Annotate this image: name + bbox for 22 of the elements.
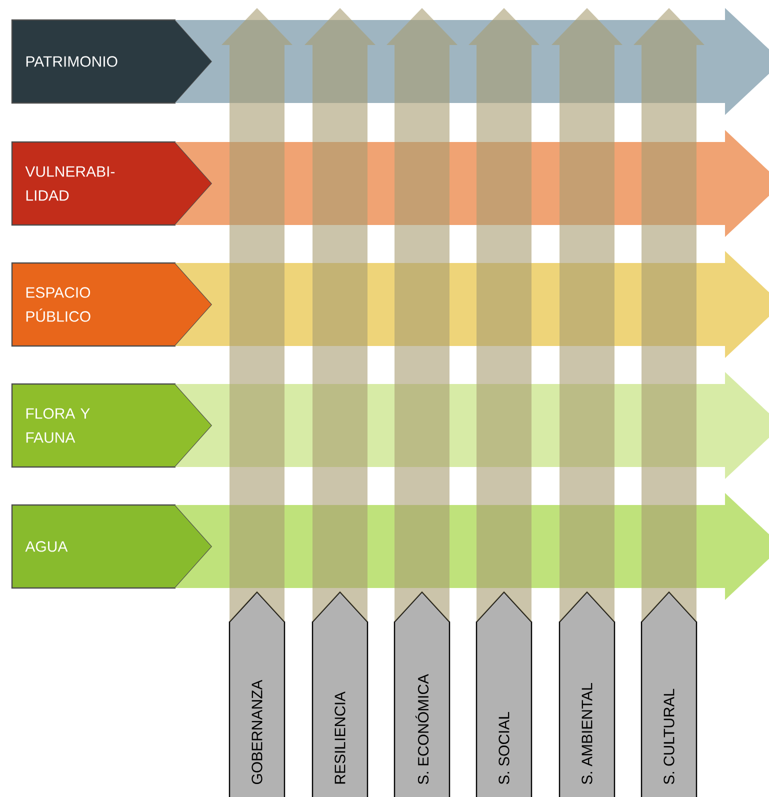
category-tag: AGUA	[11, 504, 213, 589]
wide-arrow	[634, 8, 704, 622]
category-tag: S. SOCIAL	[476, 591, 532, 797]
wide-arrow	[175, 251, 769, 358]
category-tag: S. ECONÓMICA	[394, 591, 450, 797]
category-tag: ESPACIO PÚBLICO	[11, 262, 213, 347]
category-tag: FLORA Y FAUNA	[11, 383, 213, 468]
wide-arrow	[175, 8, 769, 115]
category-tag: S. AMBIENTAL	[558, 591, 616, 797]
wide-arrow	[468, 8, 540, 622]
wide-arrow	[552, 8, 622, 622]
wide-arrow	[175, 130, 769, 237]
category-tag: GOBERNANZA	[228, 591, 286, 797]
wide-arrow	[175, 372, 769, 479]
wide-arrow	[175, 493, 769, 600]
category-tag: VULNERABI-LIDAD	[11, 141, 213, 226]
category-tag: RESILIENCIA	[312, 591, 368, 797]
wide-arrow	[386, 8, 458, 622]
category-tag: PATRIMONIO	[11, 19, 213, 104]
category-tag: S. CULTURAL	[640, 591, 698, 797]
wide-arrow	[304, 8, 376, 622]
wide-arrow	[222, 8, 292, 622]
